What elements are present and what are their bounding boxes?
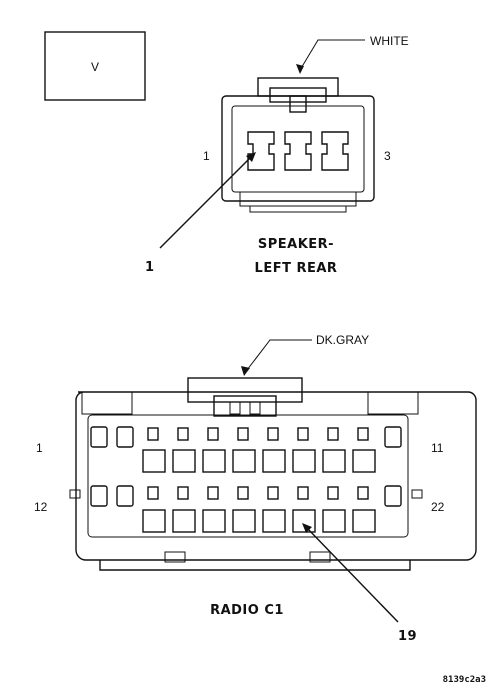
radio-connector: DK.GRAY — [34, 333, 477, 644]
speaker-name-line2: LEFT REAR — [255, 261, 338, 276]
dk-gray-leader-line — [246, 339, 312, 371]
speaker-connector: WHITE 1 3 1 SPEAKER- LEFT REAR — [145, 34, 409, 276]
radio-row2-terminals — [90, 485, 402, 533]
radio-color-label: DK.GRAY — [316, 333, 369, 347]
view-indicator-box: V — [44, 31, 146, 101]
radio-connector-body — [75, 391, 477, 561]
radio-connector-name: RADIO C1 — [210, 603, 284, 618]
speaker-color-label: WHITE — [370, 34, 409, 48]
view-label: V — [91, 60, 99, 74]
speaker-callout-number: 1 — [145, 260, 155, 275]
speaker-terminal-1 — [247, 131, 275, 171]
radio-pin-11-label: 11 — [431, 441, 444, 455]
speaker-name-line1: SPEAKER- — [258, 237, 334, 252]
radio-callout-number: 19 — [398, 629, 417, 644]
speaker-connector-body — [221, 95, 375, 202]
radio-pin-12-label: 12 — [34, 500, 48, 514]
speaker-terminal-2 — [284, 131, 312, 171]
figure-id: 8139c2a3 — [443, 675, 486, 685]
speaker-pin-left-label: 1 — [203, 149, 210, 163]
speaker-pin-right-label: 3 — [384, 149, 391, 163]
radio-pin-1-label: 1 — [36, 441, 43, 455]
speaker-terminal-3 — [321, 131, 349, 171]
radio-row1-terminals — [90, 426, 402, 473]
radio-pin-22-label: 22 — [431, 500, 445, 514]
callout-1-leader — [159, 155, 253, 249]
callout-19-leader — [306, 527, 399, 623]
white-leader-line — [299, 39, 365, 71]
